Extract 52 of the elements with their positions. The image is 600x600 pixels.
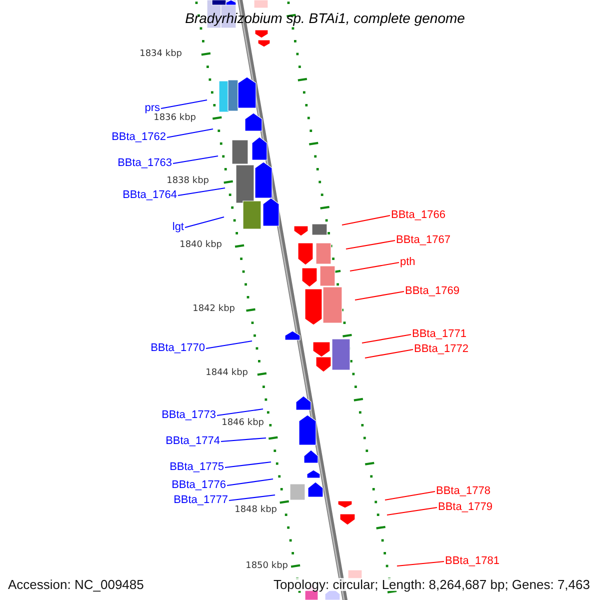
- scale-label: 1838 kbp: [166, 177, 209, 186]
- leader-line: [166, 128, 214, 138]
- scale-label: 1850 kbp: [246, 562, 288, 571]
- leader-line: [216, 408, 264, 416]
- title: Bradyrhizobium sp. BTAi1, complete genome: [184, 11, 466, 25]
- gene-label: BBta_1776: [172, 480, 226, 491]
- leader-line: [184, 216, 224, 228]
- gene-label: pth: [400, 257, 416, 268]
- leader-line: [178, 187, 226, 196]
- leader-line: [362, 334, 412, 344]
- gene-label: prs: [144, 103, 160, 114]
- scale-label: 1842 kbp: [192, 305, 235, 314]
- genome-info-note: Topology: circular; Length: 8,264,687 bp; Genes: 7,463: [273, 578, 590, 591]
- scale-label: 1834 kbp: [140, 50, 182, 59]
- leader-line: [172, 155, 218, 164]
- leader-line: [386, 506, 438, 516]
- gene-label: BBta_1779: [438, 502, 492, 513]
- gene-label: lgt: [172, 222, 184, 233]
- gene-label: BBta_1781: [445, 556, 500, 567]
- gene-label: BBta_1769: [405, 286, 460, 297]
- gene-label: BBta_1766: [391, 210, 446, 221]
- scale-label: 1840 kbp: [180, 241, 222, 250]
- gene-label: BBta_1767: [396, 235, 450, 246]
- gene-label: BBta_1778: [436, 486, 490, 497]
- gene-label: BBta_1775: [170, 462, 224, 473]
- gene-label: BBta_1771: [412, 329, 466, 340]
- leader-line: [354, 290, 404, 301]
- leader-line: [206, 340, 252, 350]
- leader-line: [342, 214, 390, 226]
- leader-line: [224, 461, 272, 468]
- gene-label: BBta_1772: [414, 344, 468, 355]
- leader-line: [220, 437, 266, 442]
- leader-line: [350, 262, 400, 272]
- gene-label: BBta_1777: [174, 495, 228, 506]
- leader-line: [226, 478, 274, 486]
- leader-line: [364, 348, 414, 359]
- leader-line: [346, 240, 396, 250]
- scale-label: 1836 kbp: [154, 114, 196, 123]
- leader-line: [228, 494, 276, 502]
- gene-label: BBta_1770: [150, 343, 205, 354]
- scale-label: 1844 kbp: [206, 369, 248, 378]
- accession-note: Accession: NC_009485: [8, 578, 144, 591]
- gene-label: BBta_1773: [162, 410, 216, 421]
- leader-line: [396, 560, 444, 567]
- gene-label: BBta_1762: [112, 132, 166, 143]
- gene-label: BBta_1774: [166, 436, 220, 447]
- scale-label: 1846 kbp: [222, 419, 264, 428]
- leader-line: [160, 99, 208, 110]
- gene-label: BBta_1764: [122, 190, 177, 201]
- leader-line: [384, 490, 436, 501]
- gene-label: BBta_1763: [118, 158, 172, 169]
- scale-label: 1848 kbp: [234, 506, 277, 515]
